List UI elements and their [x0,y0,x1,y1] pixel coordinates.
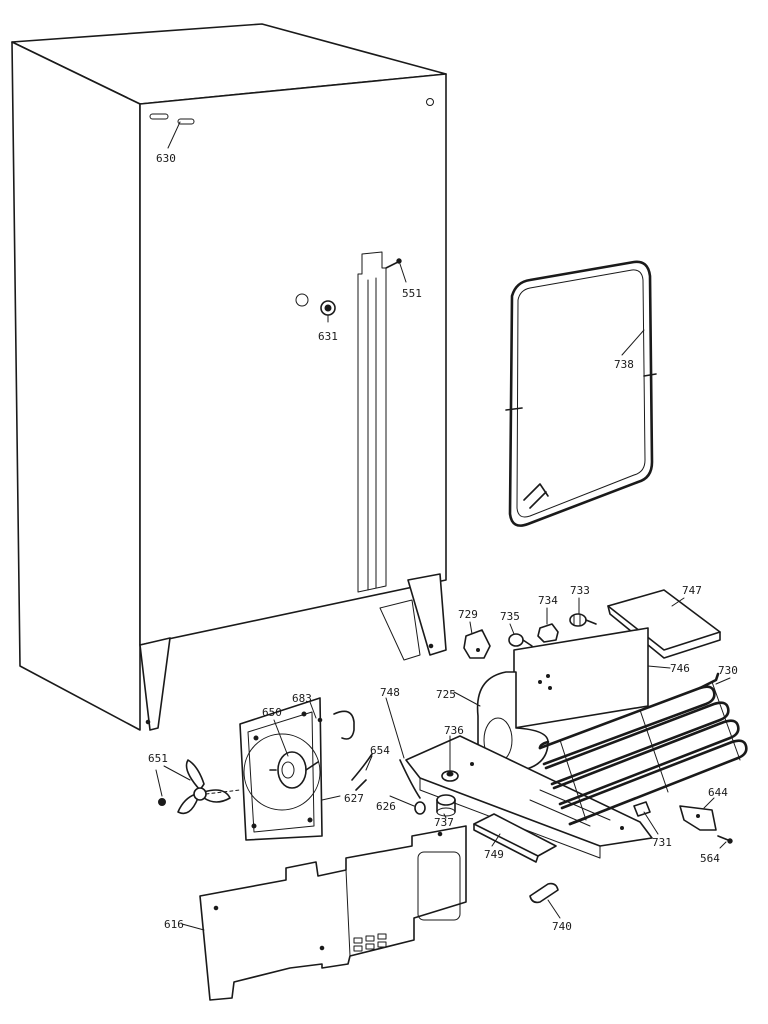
label-654: 654 [370,744,390,757]
label-616: 616 [164,918,184,931]
part-labels: 630 631 551 738 729 735 734 733 747 746 … [148,152,738,933]
label-729: 729 [458,608,478,621]
mount-737 [436,794,456,817]
label-683: 683 [292,692,312,705]
gasket-738 [505,260,657,527]
part-729 [463,629,491,659]
label-749: 749 [484,848,504,861]
clip-731 [633,801,651,817]
fan-blade-651 [158,759,241,815]
label-627: 627 [344,792,364,805]
label-631: 631 [318,330,338,343]
label-735: 735 [500,610,520,623]
fan-motor-650 [269,751,319,789]
label-746: 746 [670,662,690,675]
label-564: 564 [700,852,720,865]
label-731: 731 [652,836,672,849]
wire-626 [399,759,426,815]
bracket-749 [473,813,557,863]
bracket-644 [679,805,717,831]
label-740: 740 [552,920,572,933]
label-736: 736 [444,724,464,737]
clip-740 [529,882,559,904]
condenser-730 [538,672,748,826]
label-737: 737 [434,816,454,829]
label-650: 650 [262,706,282,719]
label-626: 626 [376,800,396,813]
label-734: 734 [538,594,558,607]
label-551: 551 [402,287,422,300]
part-733 [569,613,597,627]
part-735 [508,633,533,647]
label-730: 730 [718,664,738,677]
label-651: 651 [148,752,168,765]
label-748: 748 [380,686,400,699]
label-725: 725 [436,688,456,701]
label-733: 733 [570,584,590,597]
wire-683 [317,710,355,740]
grommet-736 [441,770,459,782]
shield-746 [513,627,649,729]
screw-551 [385,258,402,269]
wire-654 [351,753,373,791]
part-734 [537,623,559,643]
rear-panel-616 [199,825,467,1001]
label-644: 644 [708,786,728,799]
label-630: 630 [156,152,176,165]
grommet-631 [320,300,336,316]
leader-lines [155,121,731,931]
label-747: 747 [682,584,702,597]
cabinet [11,23,447,731]
screw-564 [717,835,733,844]
label-738: 738 [614,358,634,371]
